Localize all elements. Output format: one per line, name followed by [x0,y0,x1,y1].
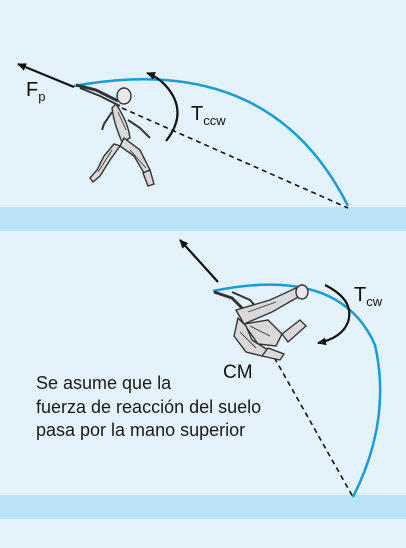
caption-line-2: fuerza de reacción del suelo [36,396,262,417]
center-of-mass-label: CM [223,362,253,383]
bottom-torque-label: Tcw [354,285,382,312]
top-torque-label: Tccw [191,104,226,131]
bottom-torque-label-subscript: cw [366,294,383,309]
top-trajectory-arc [73,78,350,207]
footer-panel-background [0,519,406,548]
top-moment-arm-line [121,107,349,209]
force-label: Fp [26,80,45,107]
top-gymnast-figure [75,83,155,187]
bottom-gymnast-figure [213,284,309,361]
top-floor-strip [0,207,406,231]
top-force-arrow [17,62,75,89]
top-torque-label-main: T [191,103,204,125]
top-panel-background [0,0,406,207]
bottom-moment-arm-line [269,349,354,498]
top-torque-arrow [146,71,179,142]
force-label-main: F [26,79,39,101]
bottom-floor-strip [0,495,406,519]
caption-line-3: pasa por la mano superior [36,420,246,440]
bottom-force-arrow [179,239,219,283]
caption-text: Se asume que la fuerza de reacción del s… [36,372,336,443]
bottom-torque-label-main: T [354,284,367,306]
bottom-torque-arrow [317,284,351,346]
bottom-trajectory-arc [212,283,382,498]
force-label-subscript: p [38,89,46,104]
top-torque-label-subscript: ccw [203,113,226,128]
bottom-panel-background [0,231,406,495]
caption-line-1: Se asume que la [36,373,172,393]
